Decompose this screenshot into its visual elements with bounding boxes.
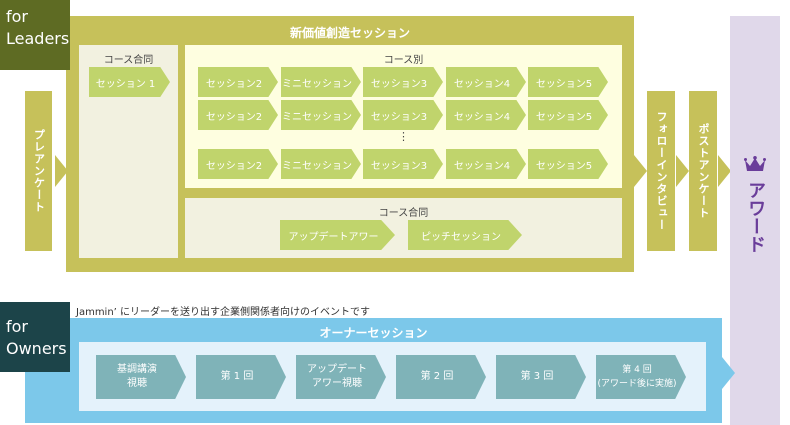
course-session: セッション2 <box>198 67 278 97</box>
update-hour: アップデートアワー <box>280 220 395 250</box>
owner-step: 基調講演 視聴 <box>96 355 186 399</box>
for-leaders-tag: for Leaders <box>0 0 70 70</box>
course-session: セッション3 <box>363 149 443 179</box>
course-session: セッション2 <box>198 149 278 179</box>
owner-step: 第 4 回 (アワード後に実施) <box>596 355 686 399</box>
course-session: ミニセッション <box>281 67 361 97</box>
owner-step: アップデート アワー視聴 <box>296 355 386 399</box>
joint-label: コース合同 <box>103 55 154 66</box>
course-session: セッション5 <box>528 149 608 179</box>
award-label: アワード <box>745 181 766 253</box>
joint-panel: コース合同 セッション 1 <box>79 45 178 258</box>
caption: Jammin’ にリーダーを送り出す企業側関係者向けのイベントです <box>76 307 371 318</box>
owner-step: 第 2 回 <box>396 355 486 399</box>
for-owners-tag: for Owners <box>0 302 70 372</box>
course-session: ミニセッション <box>281 100 361 130</box>
joint-bottom-label: コース合同 <box>378 208 429 219</box>
ellipsis: ⋮ <box>398 130 409 143</box>
crown-icon <box>744 156 766 171</box>
owner-step: 第 1 回 <box>196 355 286 399</box>
pre-survey-step: プレアンケート <box>25 91 52 251</box>
course-session: セッション5 <box>528 100 608 130</box>
post-survey-step: ポストアンケート <box>689 91 717 251</box>
course-session: セッション4 <box>446 149 526 179</box>
arrow-icon <box>676 155 689 187</box>
owner-step: 第 3 回 <box>496 355 586 399</box>
course-session: セッション3 <box>363 67 443 97</box>
owner-title: オーナーセッション <box>319 326 428 340</box>
course-session: セッション4 <box>446 100 526 130</box>
award-column: アワード <box>730 16 780 425</box>
course-session: ミニセッション <box>281 149 361 179</box>
arrow-icon <box>634 155 647 187</box>
main-title: 新価値創造セッション <box>289 26 410 40</box>
course-session: セッション3 <box>363 100 443 130</box>
course-session: セッション4 <box>446 67 526 97</box>
joint-bottom-panel: コース合同 アップデートアワー ピッチセッション <box>185 198 622 258</box>
by-course-label: コース別 <box>383 55 424 66</box>
course-session: セッション2 <box>198 100 278 130</box>
session-1: セッション 1 <box>89 67 170 97</box>
followup-interview-step: フォローインタビュー <box>647 91 675 251</box>
pitch-session: ピッチセッション <box>408 220 522 250</box>
course-session: セッション5 <box>528 67 608 97</box>
